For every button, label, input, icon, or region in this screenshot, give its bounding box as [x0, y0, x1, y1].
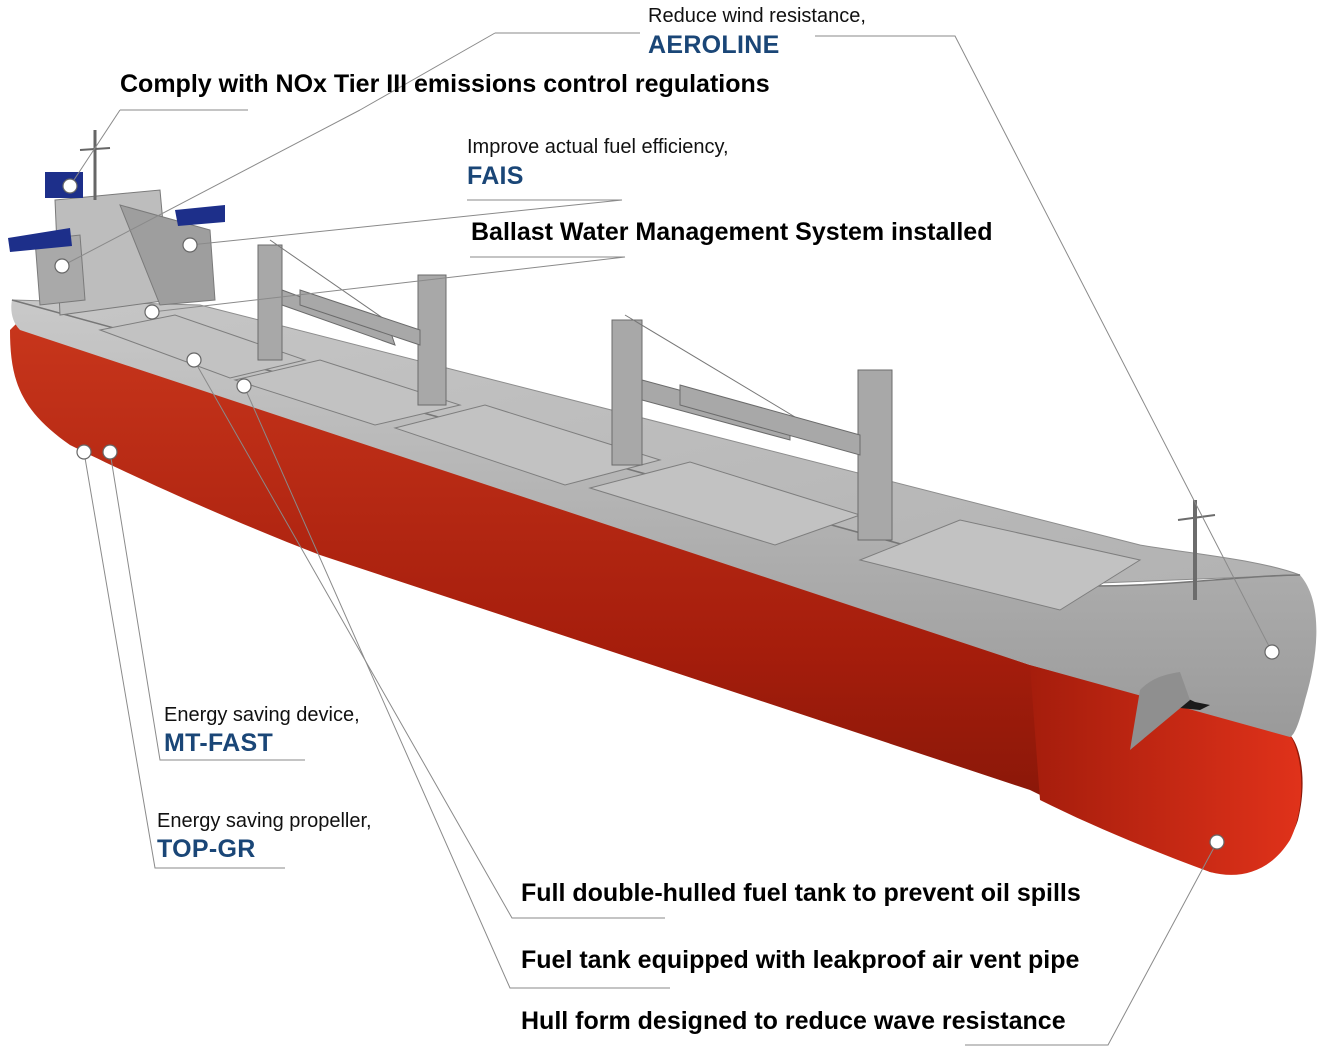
leader-fais — [189, 199, 623, 246]
hatch-cover-5 — [858, 519, 1142, 611]
hull-underbody — [10, 320, 1303, 874]
leader-topgr — [83, 451, 285, 869]
aeroline-product-name: AEROLINE — [648, 31, 780, 59]
marker-bow-deck — [1264, 644, 1280, 660]
marker-energy-device — [102, 444, 118, 460]
bridge-wing-port — [8, 228, 72, 252]
leader-lines — [61, 32, 1273, 1046]
topgr-description: Energy saving propeller, — [157, 810, 372, 832]
hull-bow — [1030, 665, 1302, 875]
hatch-cover-2 — [233, 359, 462, 426]
mtfast-product-name: MT-FAST — [164, 729, 274, 757]
marker-ballast — [144, 304, 160, 320]
marker-funnel — [62, 178, 78, 194]
leader-aeroline-bow — [815, 35, 1273, 653]
hatch-covers — [98, 314, 1142, 611]
marker-dots — [54, 178, 1280, 850]
fais-product-name: FAIS — [467, 162, 524, 190]
nox-compliance-label: Comply with NOx Tier III emissions contr… — [120, 70, 770, 98]
hatch-cover-3 — [393, 404, 662, 486]
leader-hull-form — [965, 841, 1218, 1046]
crane-2 — [299, 274, 447, 406]
mtfast-description: Energy saving device, — [164, 704, 360, 726]
crane-4 — [679, 369, 893, 541]
fore-mast — [1177, 500, 1216, 600]
air-vent-label: Fuel tank equipped with leakproof air ve… — [521, 946, 1080, 974]
marker-engine — [54, 258, 70, 274]
marker-bulbous-bow — [1209, 834, 1225, 850]
marker-propeller — [76, 444, 92, 460]
accommodation-block — [8, 130, 225, 316]
bridge-wing-starboard — [175, 205, 225, 226]
leader-ballast — [151, 256, 626, 313]
marker-air-vent — [236, 378, 252, 394]
fais-description: Improve actual fuel efficiency, — [467, 136, 729, 158]
leader-mtfast — [109, 451, 305, 761]
aeroline-description: Reduce wind resistance, — [648, 5, 866, 27]
leader-double-hull — [193, 359, 665, 919]
topgr-product-name: TOP-GR — [157, 835, 256, 863]
leader-air-vent — [243, 385, 670, 989]
marker-fuel-tank — [186, 352, 202, 368]
double-hull-label: Full double-hulled fuel tank to prevent … — [521, 879, 1081, 907]
deck-cranes — [257, 239, 893, 541]
ballast-water-label: Ballast Water Management System installe… — [471, 218, 993, 246]
hull-form-label: Hull form designed to reduce wave resist… — [521, 1007, 1066, 1035]
marker-bridge — [182, 237, 198, 253]
hatch-cover-1 — [98, 314, 307, 379]
